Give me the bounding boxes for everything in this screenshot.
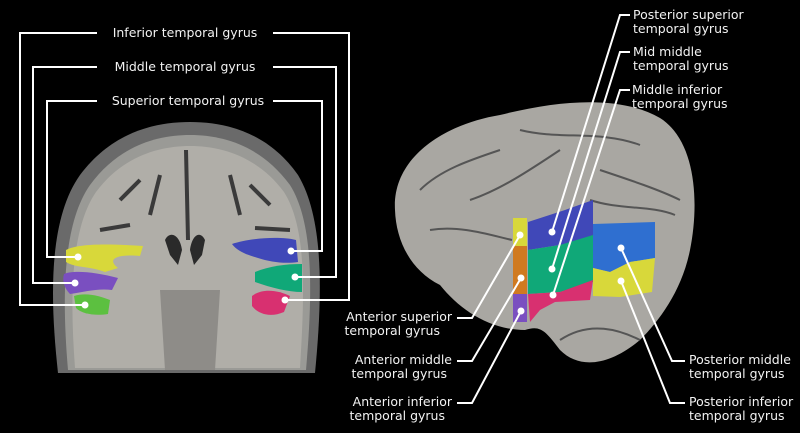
right-inferior-temporal-region — [252, 290, 290, 315]
label-inferior-temporal-gyrus: Inferior temporal gyrus — [113, 25, 258, 40]
left-inferior-temporal-region — [74, 294, 110, 315]
mid-middle-region — [528, 235, 593, 294]
middle-inferior-region — [528, 280, 593, 322]
label-superior-temporal-gyrus: Superior temporal gyrus — [112, 93, 264, 108]
anterior-middle-region — [513, 246, 527, 294]
label-middle-temporal-gyrus: Middle temporal gyrus — [115, 59, 256, 74]
left-superior-temporal-region — [66, 244, 143, 272]
lateral-leader-lines — [457, 14, 685, 404]
right-superior-temporal-region — [232, 237, 298, 263]
posterior-superior-region — [528, 200, 593, 250]
coronal-mri-image — [52, 122, 320, 373]
coronal-leader-lines — [19, 32, 350, 309]
right-middle-temporal-region — [255, 264, 302, 292]
left-middle-temporal-region — [63, 271, 118, 294]
